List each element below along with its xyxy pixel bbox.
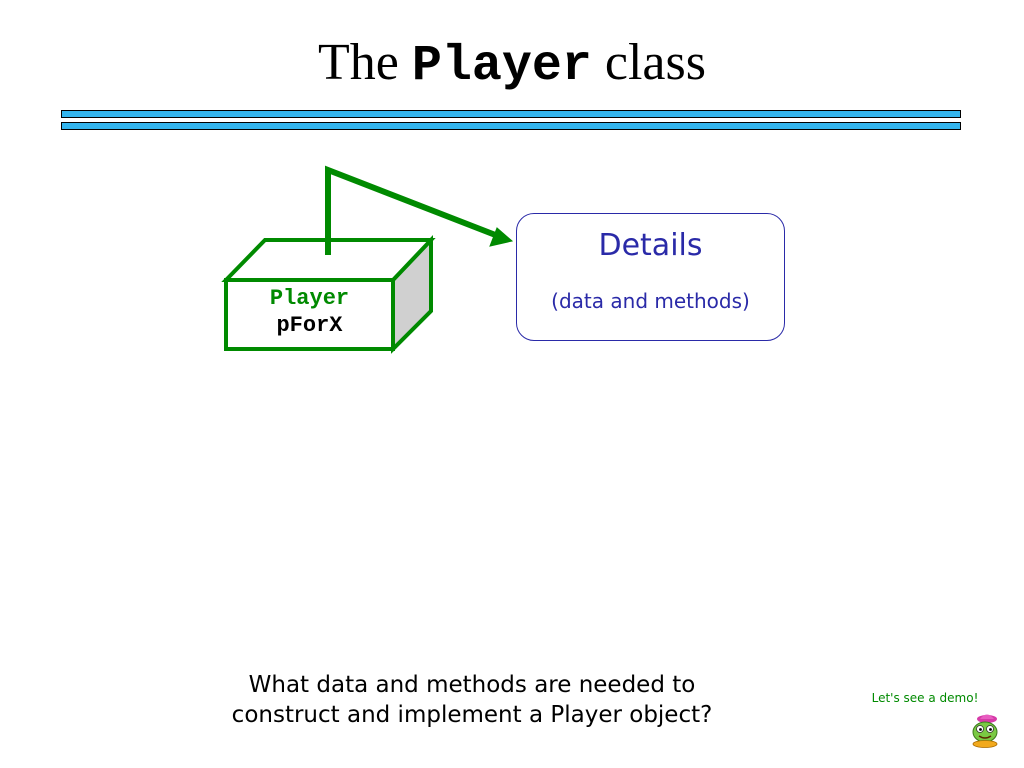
question-line-1: What data and methods are needed to [248, 672, 696, 698]
details-box [516, 213, 785, 341]
reference-arrowhead [489, 227, 514, 247]
slide-title: The Player class [0, 30, 1024, 100]
title-prefix: The [318, 34, 399, 91]
details-heading: Details [598, 228, 703, 263]
details-text-column: Details (data and methods) [516, 0, 785, 768]
title-rule-bottom [61, 122, 961, 130]
object-variable-label: pForX [276, 313, 343, 338]
details-subheading: (data and methods) [551, 289, 750, 313]
title-class-name: Player [411, 38, 592, 95]
title-rule-top [61, 110, 961, 118]
object-type-label: Player [269, 286, 350, 311]
alien-mascot-icon [972, 714, 998, 748]
question-line-2: construct and implement a Player object? [231, 702, 713, 728]
demo-link[interactable]: Let's see a demo! [871, 691, 979, 705]
object-box-front [224, 278, 395, 351]
title-suffix: class [604, 34, 706, 91]
reference-pointer-line [325, 165, 500, 255]
question-text: What data and methods are needed to cons… [172, 670, 772, 730]
